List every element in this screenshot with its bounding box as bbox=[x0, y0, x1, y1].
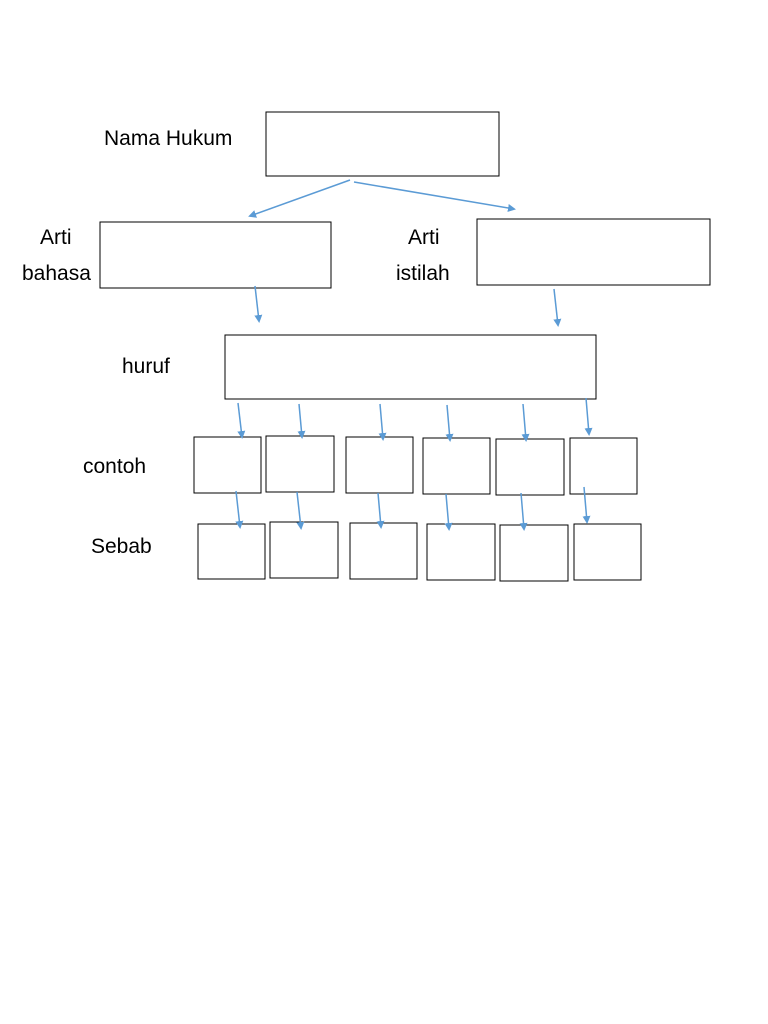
nama-hukum-box[interactable] bbox=[265, 111, 500, 177]
label-huruf: huruf bbox=[122, 355, 170, 378]
arrow-contoh-to-sebab-1 bbox=[235, 490, 244, 529]
label-contoh: contoh bbox=[83, 455, 146, 478]
label-nama-hukum: Nama Hukum bbox=[104, 127, 232, 150]
arrow-arti-istilah-to-huruf bbox=[553, 288, 562, 327]
label-arti-bahasa-line2: bahasa bbox=[22, 262, 91, 285]
sebab-box-6[interactable] bbox=[573, 523, 642, 581]
arrow-huruf-to-contoh-1 bbox=[237, 402, 246, 439]
sebab-box-3[interactable] bbox=[349, 522, 418, 580]
label-sebab: Sebab bbox=[91, 535, 152, 558]
arrow-huruf-to-contoh-6 bbox=[584, 397, 593, 436]
contoh-box-5[interactable] bbox=[495, 438, 565, 496]
sebab-box-4[interactable] bbox=[426, 523, 496, 581]
contoh-box-6[interactable] bbox=[569, 437, 638, 495]
arrow-huruf-to-contoh-3 bbox=[378, 403, 387, 441]
arrow-huruf-to-contoh-5 bbox=[521, 403, 530, 442]
arrow-contoh-to-sebab-5 bbox=[519, 492, 528, 531]
arrow-contoh-to-sebab-4 bbox=[444, 493, 453, 531]
arrow-nama-hukum-to-arti-bahasa bbox=[248, 179, 351, 218]
sebab-box-1[interactable] bbox=[197, 523, 266, 580]
arrow-arti-bahasa-to-huruf bbox=[254, 285, 263, 323]
arrow-huruf-to-contoh-2 bbox=[297, 403, 306, 439]
label-arti-istilah-line2: istilah bbox=[396, 262, 450, 285]
contoh-box-4[interactable] bbox=[422, 437, 491, 495]
arrow-contoh-to-sebab-3 bbox=[376, 492, 385, 529]
arti-bahasa-box[interactable] bbox=[99, 221, 332, 289]
arrow-contoh-to-sebab-6 bbox=[582, 486, 591, 524]
label-arti-istilah-line1: Arti bbox=[408, 226, 440, 249]
arrow-nama-hukum-to-arti-istilah bbox=[353, 181, 516, 212]
label-arti-bahasa-line1: Arti bbox=[40, 226, 72, 249]
contoh-box-3[interactable] bbox=[345, 436, 414, 494]
huruf-box[interactable] bbox=[224, 334, 597, 400]
sebab-box-2[interactable] bbox=[269, 521, 339, 579]
arrow-contoh-to-sebab-2 bbox=[296, 491, 305, 530]
arrow-huruf-to-contoh-4 bbox=[445, 404, 454, 442]
arti-istilah-box[interactable] bbox=[476, 218, 711, 286]
sebab-box-5[interactable] bbox=[499, 524, 569, 582]
contoh-box-1[interactable] bbox=[193, 436, 262, 494]
contoh-box-2[interactable] bbox=[265, 435, 335, 493]
